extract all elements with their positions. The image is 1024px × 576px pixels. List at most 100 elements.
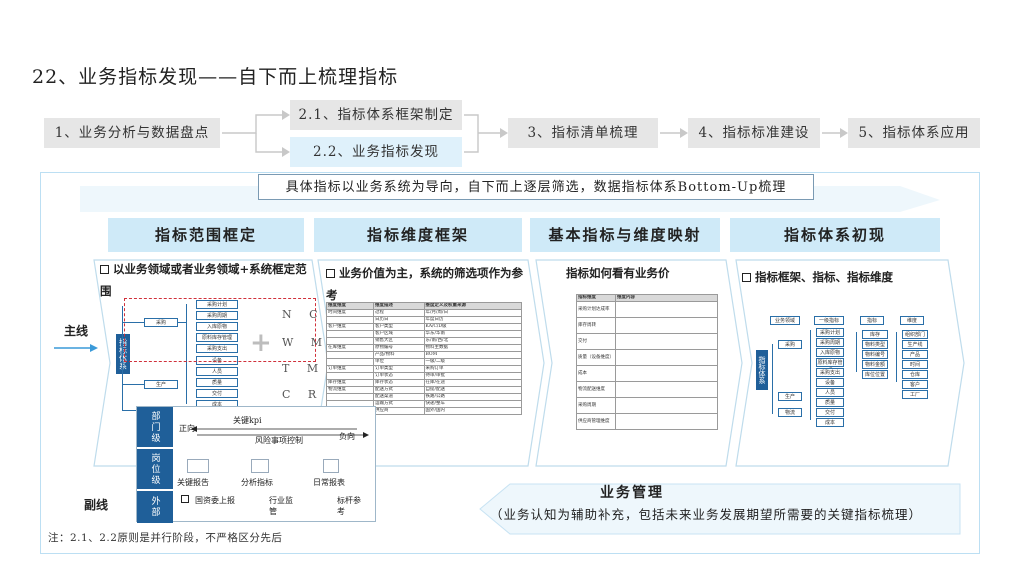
daily-report-icon bbox=[323, 459, 339, 473]
item-key-report: 关键报告 bbox=[177, 478, 209, 487]
step-framework[interactable]: 2.1、指标体系框架制定 bbox=[290, 100, 462, 130]
step-application[interactable]: 5、指标体系应用 bbox=[848, 118, 980, 148]
table-row: 客户区域华东/华南 bbox=[325, 330, 523, 338]
table-row: 时间维度过程年/月/周/日 bbox=[325, 309, 523, 317]
col1-item: 质量 bbox=[196, 378, 238, 387]
level-position: 岗位级 bbox=[137, 449, 173, 489]
col4-level1: 采购周期 bbox=[816, 338, 844, 347]
col4-dim: 仓库 bbox=[902, 370, 928, 379]
table-row: 物流维度配送方式自提/配送 bbox=[325, 386, 523, 394]
plus-icon: + bbox=[250, 328, 272, 358]
table-header: 维度内容 bbox=[615, 294, 718, 302]
table-row: 日历日年度日历 bbox=[325, 316, 523, 324]
checkbox-icon bbox=[742, 273, 751, 282]
step-standard[interactable]: 4、指标标准建设 bbox=[688, 118, 820, 148]
level-department: 部门级 bbox=[137, 407, 173, 447]
checkbox-icon bbox=[181, 495, 189, 503]
col2-bullet: 业务价值为主，系统的筛选项作为参考 bbox=[326, 266, 523, 302]
step-discovery[interactable]: 2.2、业务指标发现 bbox=[290, 137, 462, 167]
level-external: 外部 bbox=[137, 491, 173, 523]
management-subtitle: （业务认知为辅助补充，包括未来业务发展期望所需要的关键指标梳理） bbox=[490, 507, 923, 522]
col4-level1: 入库原物 bbox=[816, 348, 844, 357]
negative-label: 负向 bbox=[339, 432, 355, 441]
col4-level1: 设备 bbox=[816, 378, 844, 387]
bottom-regulation: 行业监管 bbox=[269, 496, 293, 516]
table-row: 订单维度订单类型采购订单 bbox=[325, 365, 523, 373]
col1-item: 采购周期 bbox=[196, 311, 238, 320]
col4-level1: 原料库存管理 bbox=[816, 358, 844, 374]
flow-connectors bbox=[222, 110, 848, 157]
table-row: 库存维度库存状态在库/在途 bbox=[325, 379, 523, 387]
kpi-label: 关键kpi bbox=[233, 416, 262, 425]
table-row: 采购周期 bbox=[576, 397, 718, 414]
table-row: 单位一级/二级 bbox=[325, 358, 523, 366]
col4-dim: 时间 bbox=[902, 360, 928, 369]
col4-metric: 物料金额 bbox=[862, 360, 888, 369]
dimension-table: 维度维度 维度描述 维度定义及权重来源 时间维度过程年/月/周/日 日历日年度日… bbox=[325, 302, 523, 415]
table-row: 配送渠道铁路/公路 bbox=[325, 393, 523, 401]
col1-branch-purchase: 采购 bbox=[144, 318, 178, 327]
dashed-scope-box bbox=[124, 298, 316, 362]
table-row: 销售大区东/南/西/北 bbox=[325, 337, 523, 345]
page-title: 22、业务指标发现——自下而上梳理指标 bbox=[32, 66, 399, 88]
col1-item: 采购支出 bbox=[196, 344, 238, 353]
col4-dim: 产品 bbox=[902, 350, 928, 359]
table-row: 订单状态待审/审批 bbox=[325, 372, 523, 380]
col4-metric: 库存 bbox=[862, 330, 888, 339]
step-business-analysis[interactable]: 1、业务分析与数据盘点 bbox=[44, 118, 220, 148]
col1-root-node: 指标体系 bbox=[116, 334, 130, 374]
table-row: 供应商管理维度 bbox=[576, 413, 718, 430]
item-daily: 日常报表 bbox=[313, 478, 345, 487]
table-row: 采购计划达成率 bbox=[576, 301, 718, 318]
col1-item: 交付 bbox=[196, 389, 238, 398]
col4-branch: 生产 bbox=[778, 392, 802, 401]
col4-level1: 采购计划 bbox=[816, 328, 844, 337]
step-list[interactable]: 3、指标清单梳理 bbox=[508, 118, 658, 148]
col1-branch-production: 生产 bbox=[144, 380, 178, 389]
col1-item: 入库原物 bbox=[196, 322, 238, 331]
mapping-table: 指标维度 维度内容 采购计划达成率 库存周转 交付 质量（设备维度） 成本 物流… bbox=[576, 294, 718, 430]
banner: 具体指标以业务系统为导向，自下而上逐层筛选，数据指标体系Bottom-Up梳理 bbox=[258, 174, 814, 200]
table-header: 维度描述 bbox=[373, 302, 425, 310]
col4-level1: 质量 bbox=[816, 398, 844, 407]
kpi-arrows bbox=[191, 426, 369, 438]
col4-level1: 采购支出 bbox=[816, 368, 844, 377]
col4-level1: 人员 bbox=[816, 388, 844, 397]
main-line-label: 主线 bbox=[64, 324, 89, 338]
analysis-icon bbox=[251, 459, 269, 473]
checkbox-icon bbox=[326, 269, 335, 278]
col4-dim: 客户 bbox=[902, 380, 928, 389]
col4-level1: 成本 bbox=[816, 418, 844, 427]
col1-item: 采购计划 bbox=[196, 300, 238, 309]
col4-branch: 物流 bbox=[778, 408, 802, 417]
col4-metric: 库位位置 bbox=[862, 370, 888, 379]
col-head-dimension: 指标维度框架 bbox=[314, 218, 522, 252]
col4-head: 一级指标 bbox=[814, 316, 844, 325]
col1-item: 原料库存管理 bbox=[196, 333, 238, 342]
table-row: 质量（设备维度） bbox=[576, 349, 718, 366]
positive-label: 正向 bbox=[179, 424, 195, 433]
main-line-arrow-icon bbox=[54, 344, 98, 352]
col4-root-node: 指标体系 bbox=[756, 350, 768, 390]
content-frame bbox=[40, 172, 980, 554]
bottom-sasac: 国资委上报 bbox=[195, 496, 235, 505]
col4-dim: 工厂 bbox=[902, 390, 928, 399]
table-row: 物流配送维度 bbox=[576, 381, 718, 398]
item-analysis: 分析指标 bbox=[241, 478, 273, 487]
footnote: 注：2.1、2.2原则是并行阶段，不严格区分先后 bbox=[48, 532, 283, 544]
col4-head: 指标 bbox=[860, 316, 884, 325]
table-row: 库存周转 bbox=[576, 317, 718, 334]
auxiliary-panel: 部门级 岗位级 外部 正向 关键kpi 负向 风险事项控制 关键报告 分析指标 … bbox=[136, 406, 376, 523]
sub-line-label: 副线 bbox=[84, 498, 109, 512]
col-head-mapping: 基本指标与维度映射 bbox=[530, 218, 720, 252]
col4-head: 业务领域 bbox=[770, 316, 800, 325]
system-nc: N C bbox=[282, 308, 325, 321]
col4-level1: 交付 bbox=[816, 408, 844, 417]
col4-metric: 物料类型 bbox=[862, 340, 888, 349]
table-header: 维度定义及权重来源 bbox=[423, 302, 523, 310]
table-row: 成本 bbox=[576, 365, 718, 382]
management-title: 业务管理 bbox=[600, 485, 664, 501]
col-head-system: 指标体系初现 bbox=[730, 218, 940, 252]
